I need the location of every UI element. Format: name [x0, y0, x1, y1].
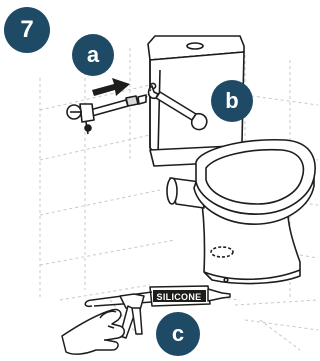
- callout-b-badge: b: [211, 80, 253, 122]
- callout-a-badge: a: [72, 34, 114, 76]
- hand-icon: [62, 310, 124, 355]
- callout-c-badge: c: [156, 312, 200, 356]
- flex-hose: [67, 95, 146, 134]
- step-number-badge: 7: [4, 7, 50, 53]
- arrow-right-icon: [92, 78, 130, 96]
- silicone-tube-label: SILICONE: [157, 292, 202, 302]
- flush-button: [187, 43, 203, 49]
- toilet-pan: [150, 140, 315, 284]
